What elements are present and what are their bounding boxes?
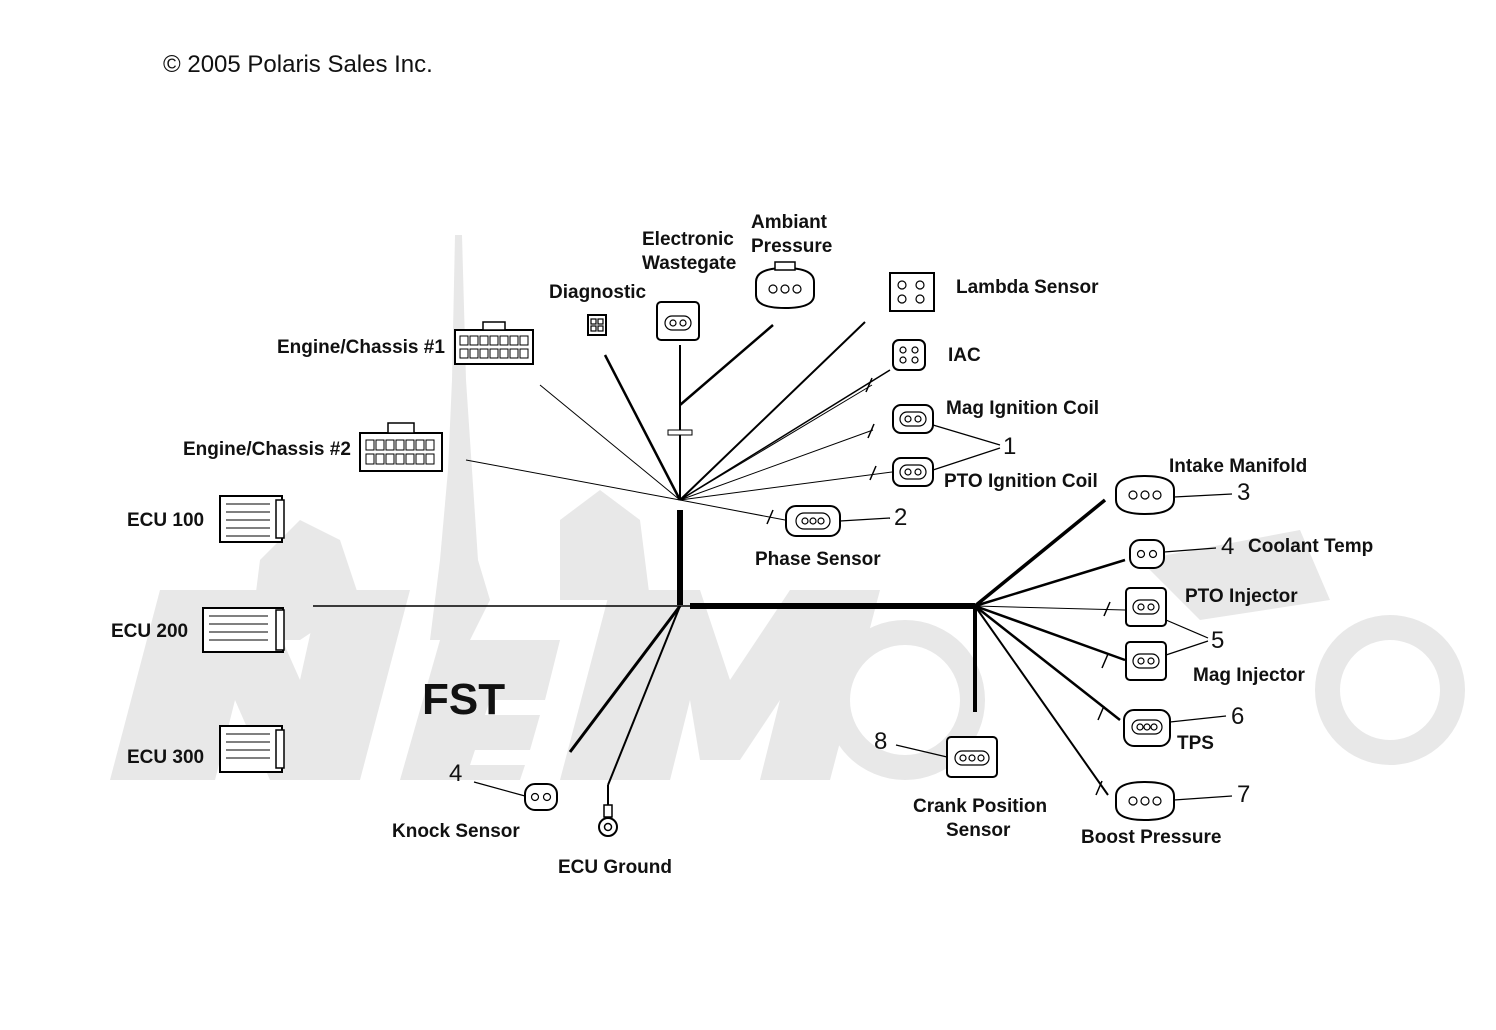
phase-sensor-connector [785,505,841,537]
ambiant-pressure-label-line2: Pressure [751,236,832,257]
intake-manifold-label: Intake Manifold [1169,456,1307,477]
coolant-temp-label: Coolant Temp [1248,536,1373,557]
tps-label: TPS [1177,733,1214,754]
coil-callout-lines [932,424,1001,471]
electronic-wastegate-label-line2: Wastegate [642,253,736,274]
coolant-temp-connector [1129,539,1165,569]
mag-injector-label: Mag Injector [1193,665,1306,686]
pto-ignition-coil-label: PTO Ignition Coil [944,471,1098,492]
wire-ticks [766,377,1111,796]
coolant-callout-number: 4 [1221,533,1234,560]
lambda-sensor-connector [889,272,935,312]
boost-pressure-connector [1115,780,1175,822]
lower-branch-wires [568,605,682,786]
ecu-200-label: ECU 200 [111,621,188,642]
ambiant-pressure-label-line1: Ambiant [751,212,828,233]
coil-callout-number: 1 [1003,433,1016,460]
lambda-sensor-label: Lambda Sensor [956,277,1099,298]
upper-branch-wires [465,321,893,521]
knock-sensor-label: Knock Sensor [392,821,520,842]
knock-callout-number: 4 [449,760,462,787]
intake-manifold-connector [1115,474,1175,516]
pto-injector-connector [1125,587,1167,627]
ecu-ground-terminal [598,785,618,837]
engine-chassis-1-label: Engine/Chassis #1 [277,337,445,358]
crank-position-label-line2: Sensor [946,820,1011,841]
diagnostic-connector [587,314,607,336]
ecu-200-connector [202,607,285,653]
engine-chassis-2-label: Engine/Chassis #2 [183,439,351,460]
electronic-wastegate-connector [656,301,700,341]
mag-ignition-coil-connector [892,404,934,434]
mag-ignition-coil-label: Mag Ignition Coil [946,398,1099,419]
crank-position-label-line1: Crank Position [913,796,1047,817]
injector-callout-lines [1165,619,1209,656]
harness-trunks [313,510,977,712]
crank-position-connector [946,736,998,778]
engine-chassis-2-connector [359,422,443,472]
knock-sensor-connector [524,783,558,811]
phase-sensor-label: Phase Sensor [755,549,881,570]
ecu-100-connector [219,495,285,543]
injector-callout-number: 5 [1211,627,1224,654]
tps-callout-number: 6 [1231,703,1244,730]
diagnostic-label: Diagnostic [549,282,647,303]
model-label: FST [422,675,505,724]
ecu-ground-label: ECU Ground [558,857,672,878]
iac-label: IAC [948,345,981,366]
ecu-300-connector [219,725,285,773]
boost-pressure-label: Boost Pressure [1081,827,1221,848]
electronic-wastegate-label-line1: Electronic [642,229,734,250]
ecu-300-label: ECU 300 [127,747,204,768]
ecu-100-label: ECU 100 [127,510,204,531]
copyright-text: © 2005 Polaris Sales Inc. [163,51,433,78]
crank-callout-number: 8 [874,728,887,755]
ambiant-pressure-connector [755,261,815,310]
pto-ignition-coil-connector [892,457,934,487]
pto-injector-label: PTO Injector [1185,586,1298,607]
watermark-logo [110,235,1465,780]
intake-callout-number: 3 [1237,479,1250,506]
iac-connector [892,339,926,371]
right-branch-wires [973,498,1126,796]
tps-connector [1123,709,1171,747]
engine-chassis-1-connector [454,321,534,365]
boost-callout-number: 7 [1237,781,1250,808]
mag-injector-connector [1125,641,1167,681]
phase-callout-number: 2 [894,504,907,531]
